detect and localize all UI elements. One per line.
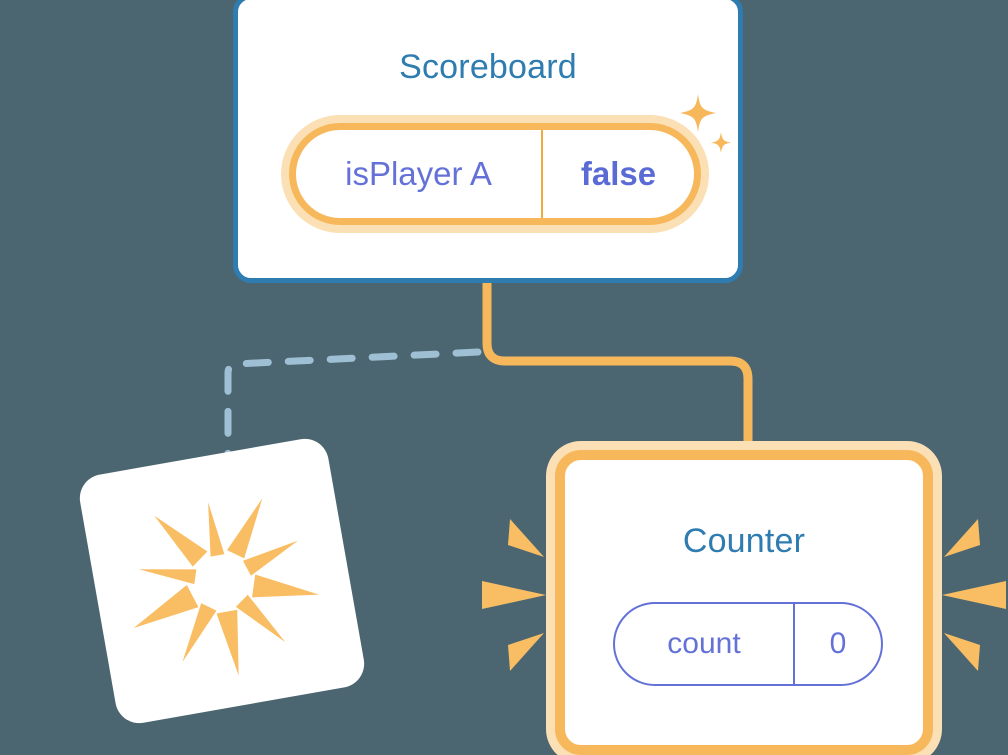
state-value-scoreboard: false xyxy=(580,155,657,192)
counter-rays-right xyxy=(942,519,1006,671)
state-key-counter: count xyxy=(615,604,795,684)
state-value-counter: 0 xyxy=(829,627,847,660)
burst-card[interactable] xyxy=(76,435,368,727)
sparkle-group xyxy=(680,94,731,153)
state-pill-counter[interactable]: count 0 xyxy=(613,602,883,686)
component-title-scoreboard: Scoreboard xyxy=(399,48,577,86)
state-pill-scoreboard[interactable]: isPlayer A false xyxy=(289,123,701,225)
component-box-counter[interactable]: Counter count 0 xyxy=(555,450,933,755)
sparkle-small-icon xyxy=(711,132,731,153)
component-box-scoreboard[interactable]: Scoreboard isPlayer A false xyxy=(233,0,743,283)
sparkle-large-icon xyxy=(680,94,716,132)
counter-rays-left xyxy=(482,519,546,671)
component-title-counter: Counter xyxy=(682,522,806,560)
state-key-scoreboard: isPlayer A xyxy=(296,130,543,218)
burst-rays-icon xyxy=(133,498,320,676)
connector-solid-scoreboard-to-counter xyxy=(482,283,753,452)
